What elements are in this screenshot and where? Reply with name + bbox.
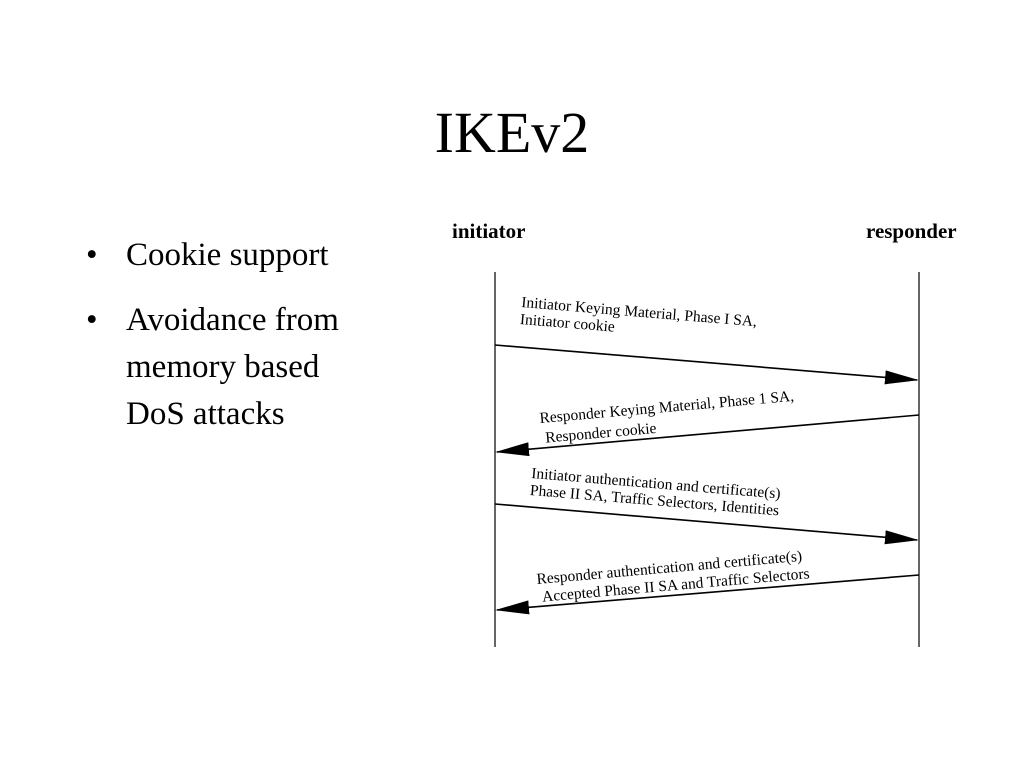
bullet-list: • Cookie support • Avoidance from memory… xyxy=(86,232,406,456)
message-label-4: Responder authentication and certificate… xyxy=(536,548,810,606)
initiator-label: initiator xyxy=(452,219,526,243)
bullet-text-line: DoS attacks xyxy=(126,396,285,432)
bullet-item-cookie-support: • Cookie support xyxy=(86,232,406,279)
bullet-text-line: memory based xyxy=(126,349,320,385)
message-arrow-1 xyxy=(494,344,919,385)
bullet-text-line: Avoidance from xyxy=(126,302,339,338)
message-arrow-4 xyxy=(495,574,920,615)
message-label-3: Initiator authentication and certificate… xyxy=(529,465,781,519)
slide-title: IKEv2 xyxy=(434,100,590,165)
bullet-dot-icon: • xyxy=(86,237,98,273)
message-label-1: Initiator Keying Material, Phase I SA, I… xyxy=(519,294,757,336)
bullet-text-line: Cookie support xyxy=(126,237,329,273)
message-label-2: Responder Keying Material, Phase 1 SA, R… xyxy=(539,388,795,447)
message-2-line-1: Responder Keying Material, Phase 1 SA, xyxy=(539,388,795,427)
message-arrow-2 xyxy=(495,414,920,457)
responder-label: responder xyxy=(866,219,957,243)
message-arrow-3 xyxy=(494,503,919,545)
bullet-item-dos-avoidance: • Avoidance from memory based DoS attack… xyxy=(86,297,406,438)
bullet-dot-icon: • xyxy=(86,302,98,338)
